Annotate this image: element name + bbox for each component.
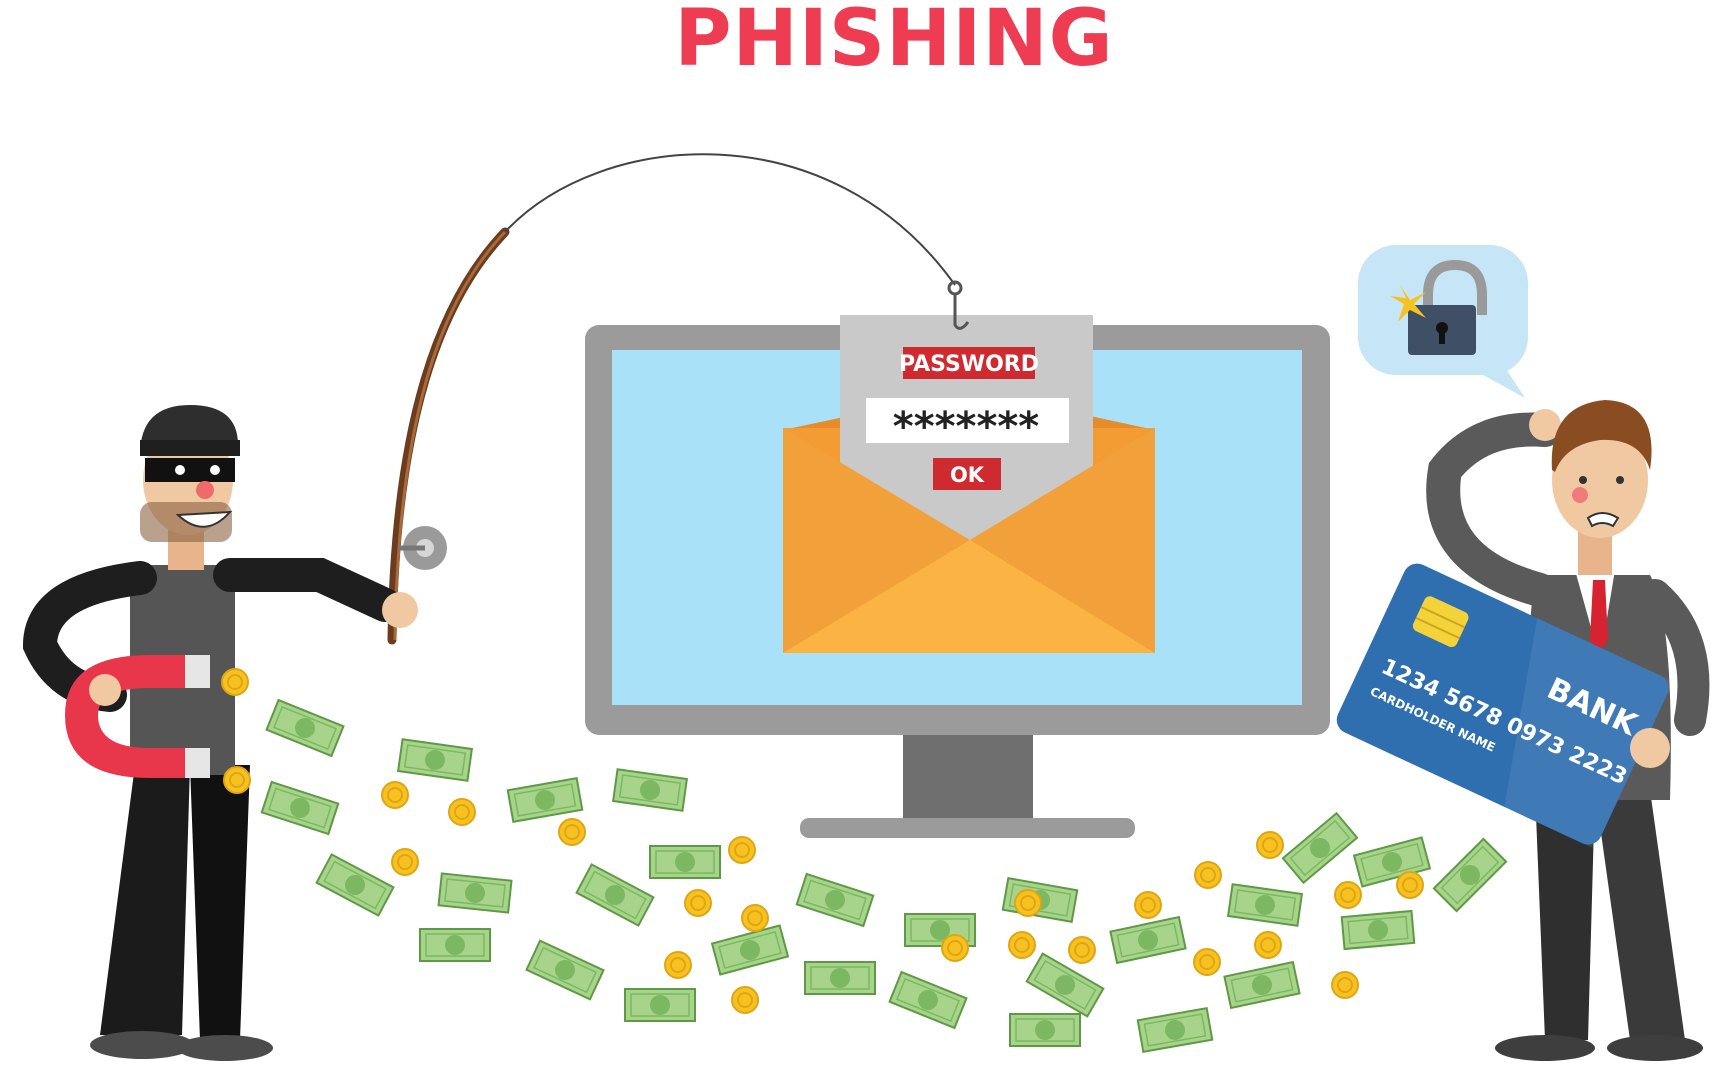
page-title: PHISHING <box>674 0 1114 84</box>
coin-icon <box>728 836 756 864</box>
coin-icon <box>941 934 969 962</box>
monitor-stand <box>903 735 1033 820</box>
victim-hair <box>1551 400 1652 472</box>
dollar-bill-icon <box>1281 811 1359 885</box>
thief-shoe-left <box>90 1031 194 1059</box>
victim-hand <box>1630 728 1670 768</box>
coin-icon <box>558 818 586 846</box>
money-trail <box>221 668 1508 1053</box>
coin-icon <box>381 781 409 809</box>
dollar-bill-icon <box>710 924 790 976</box>
coin-icon <box>1193 948 1221 976</box>
coin-icon <box>391 848 419 876</box>
coin-icon <box>1134 891 1162 919</box>
ok-button <box>933 458 1001 490</box>
dollar-bill-icon <box>1226 883 1304 927</box>
dollar-bill-icon <box>1340 909 1416 951</box>
dollar-bill-icon <box>1109 915 1187 965</box>
dollar-bill-icon <box>1352 836 1432 888</box>
envelope-front <box>783 428 1155 653</box>
ok-button-label: OK <box>950 463 985 487</box>
coin-icon <box>1008 931 1036 959</box>
dollar-bill-icon <box>795 872 875 928</box>
dollar-bill-icon <box>611 768 689 812</box>
coin-icon <box>448 798 476 826</box>
dollar-bill-icon <box>624 988 696 1022</box>
fishing-rod-icon <box>387 153 956 645</box>
coin-icon <box>684 889 712 917</box>
coin-icon <box>731 986 759 1014</box>
thief-character <box>22 405 418 1061</box>
coin-icon <box>221 668 249 696</box>
dollar-bill-icon <box>1432 837 1508 913</box>
dollar-bill-icon <box>1009 1013 1081 1047</box>
coin-icon <box>223 766 251 794</box>
dollar-bill-icon <box>575 863 655 927</box>
fish-hook-icon <box>947 280 970 330</box>
coin-icon <box>1256 831 1284 859</box>
dollar-bill-icon <box>1136 1007 1214 1053</box>
coin-icon <box>1396 871 1424 899</box>
coin-icon <box>1331 971 1359 999</box>
dollar-bill-icon <box>1025 952 1105 1018</box>
dollar-bill-icon <box>525 939 605 1001</box>
dollar-bill-icon <box>315 853 395 917</box>
coin-icon <box>1068 936 1096 964</box>
password-field <box>866 398 1069 443</box>
thief-shoe-right <box>177 1035 273 1061</box>
dollar-bill-icon <box>265 698 345 758</box>
monitor-base <box>800 818 1135 838</box>
dollar-bill-icon <box>419 928 491 962</box>
dollar-bill-icon <box>396 738 474 782</box>
dollar-bill-icon <box>437 872 513 914</box>
coin-icon <box>1334 881 1362 909</box>
dollar-bill-icon <box>506 777 584 823</box>
thief-eye-mask <box>145 458 235 482</box>
coin-icon <box>1194 861 1222 889</box>
dollar-bill-icon <box>260 780 340 836</box>
victim-tie <box>1590 580 1608 655</box>
coin-icon <box>664 951 692 979</box>
dollar-bill-icon <box>888 970 968 1030</box>
password-label-badge <box>903 347 1035 379</box>
coin-icon <box>1014 889 1042 917</box>
coin-icon <box>1254 931 1282 959</box>
login-popup: PASSWORD ******* OK <box>840 315 1093 543</box>
coin-icon <box>741 904 769 932</box>
victim-shoe-left <box>1495 1035 1595 1061</box>
dollar-bill-icon <box>1223 960 1301 1010</box>
victim-shoe-right <box>1607 1035 1703 1061</box>
password-label: PASSWORD <box>899 352 1039 377</box>
dollar-bill-icon <box>649 845 721 879</box>
password-masked-value: ******* <box>893 404 1040 450</box>
padlock-icon <box>1390 259 1487 355</box>
credit-card-icon: BANK 1234 5678 0973 2223 CARDHOLDER NAME <box>1336 563 1674 850</box>
magnet-icon <box>65 655 210 778</box>
dollar-bill-icon <box>804 961 876 995</box>
